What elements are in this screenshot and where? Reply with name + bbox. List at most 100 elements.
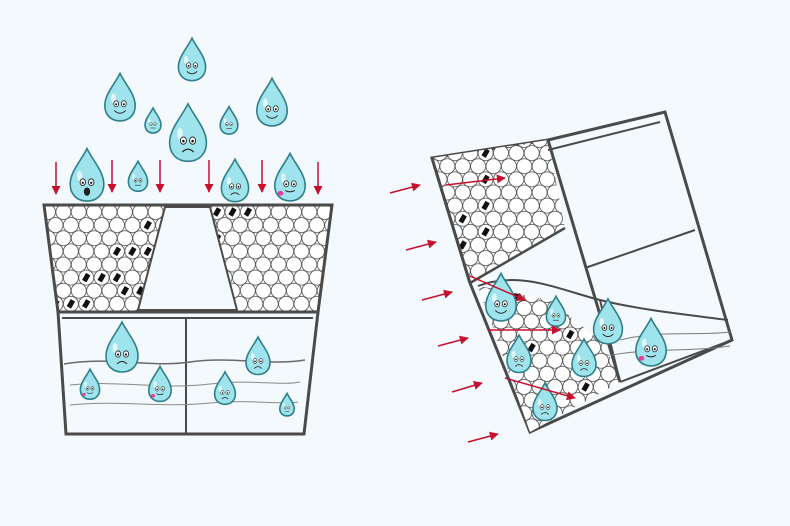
filter-bead-icon (516, 431, 533, 432)
right-arrows (389, 174, 576, 443)
filter-bead-icon (539, 365, 555, 382)
filter-bead-icon (508, 418, 525, 432)
filter-bead-icon (432, 263, 440, 280)
left-arrows (51, 160, 323, 195)
filter-bead-icon (239, 282, 256, 299)
filter-bead-icon (446, 276, 463, 283)
filter-bead-icon (93, 295, 110, 312)
filter-bead-icon (477, 250, 494, 267)
filter-bead-icon (86, 282, 103, 299)
filter-bead-icon (531, 158, 548, 175)
filter-bead-icon (439, 140, 456, 148)
filter-bead-icon (324, 217, 332, 234)
filter-bead-icon (247, 295, 264, 312)
filter-bead-icon (547, 210, 563, 227)
left-lower-drops (79, 320, 296, 417)
filter-bead-icon (562, 379, 579, 395)
water-drop-icon (245, 335, 271, 376)
carbon-chip-icon (82, 299, 91, 309)
filter-bead-icon (116, 256, 133, 273)
filter-bead-icon (439, 158, 456, 175)
filter-bead-icon (255, 282, 272, 299)
filter-bead-icon (316, 230, 332, 247)
water-drop-icon (506, 333, 532, 374)
filter-bead-icon (500, 158, 517, 175)
filter-bead-icon (70, 230, 87, 247)
filter-bead-icon (101, 205, 118, 220)
water-drop-icon (532, 381, 558, 422)
carbon-chip-icon (82, 272, 91, 283)
carbon-chip-icon (97, 272, 106, 283)
carbon-chip-icon (481, 200, 490, 211)
filter-bead-icon (62, 269, 79, 286)
filter-bead-icon (577, 431, 594, 432)
water-drop-icon (484, 271, 518, 322)
filter-bead-icon (539, 339, 555, 356)
filter-bead-icon (593, 405, 609, 422)
filter-bead-icon (593, 431, 609, 432)
filter-bead-icon (55, 256, 72, 273)
filter-bead-icon (262, 243, 279, 260)
filter-bead-icon (293, 295, 310, 312)
filter-bead-icon (432, 250, 448, 267)
filter-bead-icon (531, 184, 548, 201)
filter-bead-icon (232, 243, 248, 260)
filter-bead-icon (531, 431, 548, 432)
carbon-chip-icon (243, 207, 253, 217)
filter-bead-icon (492, 392, 509, 409)
carbon-chip-icon (481, 395, 490, 405)
filter-bead-icon (432, 276, 448, 283)
left-media-channel (136, 206, 239, 311)
filter-bead-icon (485, 140, 502, 148)
filter-bead-icon (93, 243, 110, 260)
filter-bead-icon (247, 269, 264, 286)
carbon-chip-icon (112, 272, 122, 283)
filter-bead-icon (432, 184, 440, 201)
filter-bead-icon (500, 237, 517, 253)
filter-bead-icon (485, 237, 502, 253)
filter-bead-icon (492, 418, 509, 432)
filter-bead-icon (500, 184, 517, 201)
filter-bead-icon (470, 210, 487, 227)
filter-bead-icon (470, 237, 487, 253)
water-drop-icon (103, 71, 137, 122)
filter-bead-icon (439, 237, 456, 253)
carbon-chip-icon (128, 246, 137, 257)
filter-bead-icon (432, 223, 448, 240)
water-drop-icon (592, 297, 624, 345)
filter-bead-icon (86, 230, 103, 247)
carbon-chip-icon (143, 246, 152, 257)
water-drop-icon (273, 151, 307, 202)
filter-bead-icon (546, 431, 563, 432)
filter-bead-icon (239, 230, 256, 247)
filter-bead-icon (500, 405, 517, 422)
filter-bead-icon (539, 197, 556, 214)
filter-bead-icon (615, 392, 620, 409)
carbon-chip-icon (481, 148, 490, 158)
filter-bead-icon (286, 282, 302, 299)
carbon-chip-icon (527, 342, 536, 353)
carbon-chip-icon (566, 329, 575, 340)
filter-bead-icon (109, 295, 125, 312)
filter-bead-icon (470, 158, 487, 175)
filter-bead-icon (554, 339, 571, 356)
filter-bead-icon (500, 210, 517, 227)
filter-bead-icon (462, 171, 479, 188)
filter-bead-icon (239, 256, 256, 273)
filter-bead-icon (432, 145, 448, 162)
filter-bead-icon (608, 431, 620, 432)
filter-bead-icon (132, 256, 149, 273)
filter-bead-icon (124, 217, 141, 234)
filter-bead-icon (255, 256, 272, 273)
filter-bead-icon (523, 197, 540, 214)
right-filter-panel (389, 110, 734, 443)
water-drop-icon (168, 102, 208, 163)
water-drop-icon (177, 36, 207, 82)
filter-bead-icon (539, 171, 556, 188)
filter-bead-icon (508, 171, 525, 188)
filter-bead-icon (308, 243, 325, 260)
water-drop-icon (571, 337, 597, 378)
filter-bead-icon (278, 269, 295, 286)
filter-bead-icon (615, 418, 620, 432)
carbon-chip-icon (66, 299, 76, 309)
